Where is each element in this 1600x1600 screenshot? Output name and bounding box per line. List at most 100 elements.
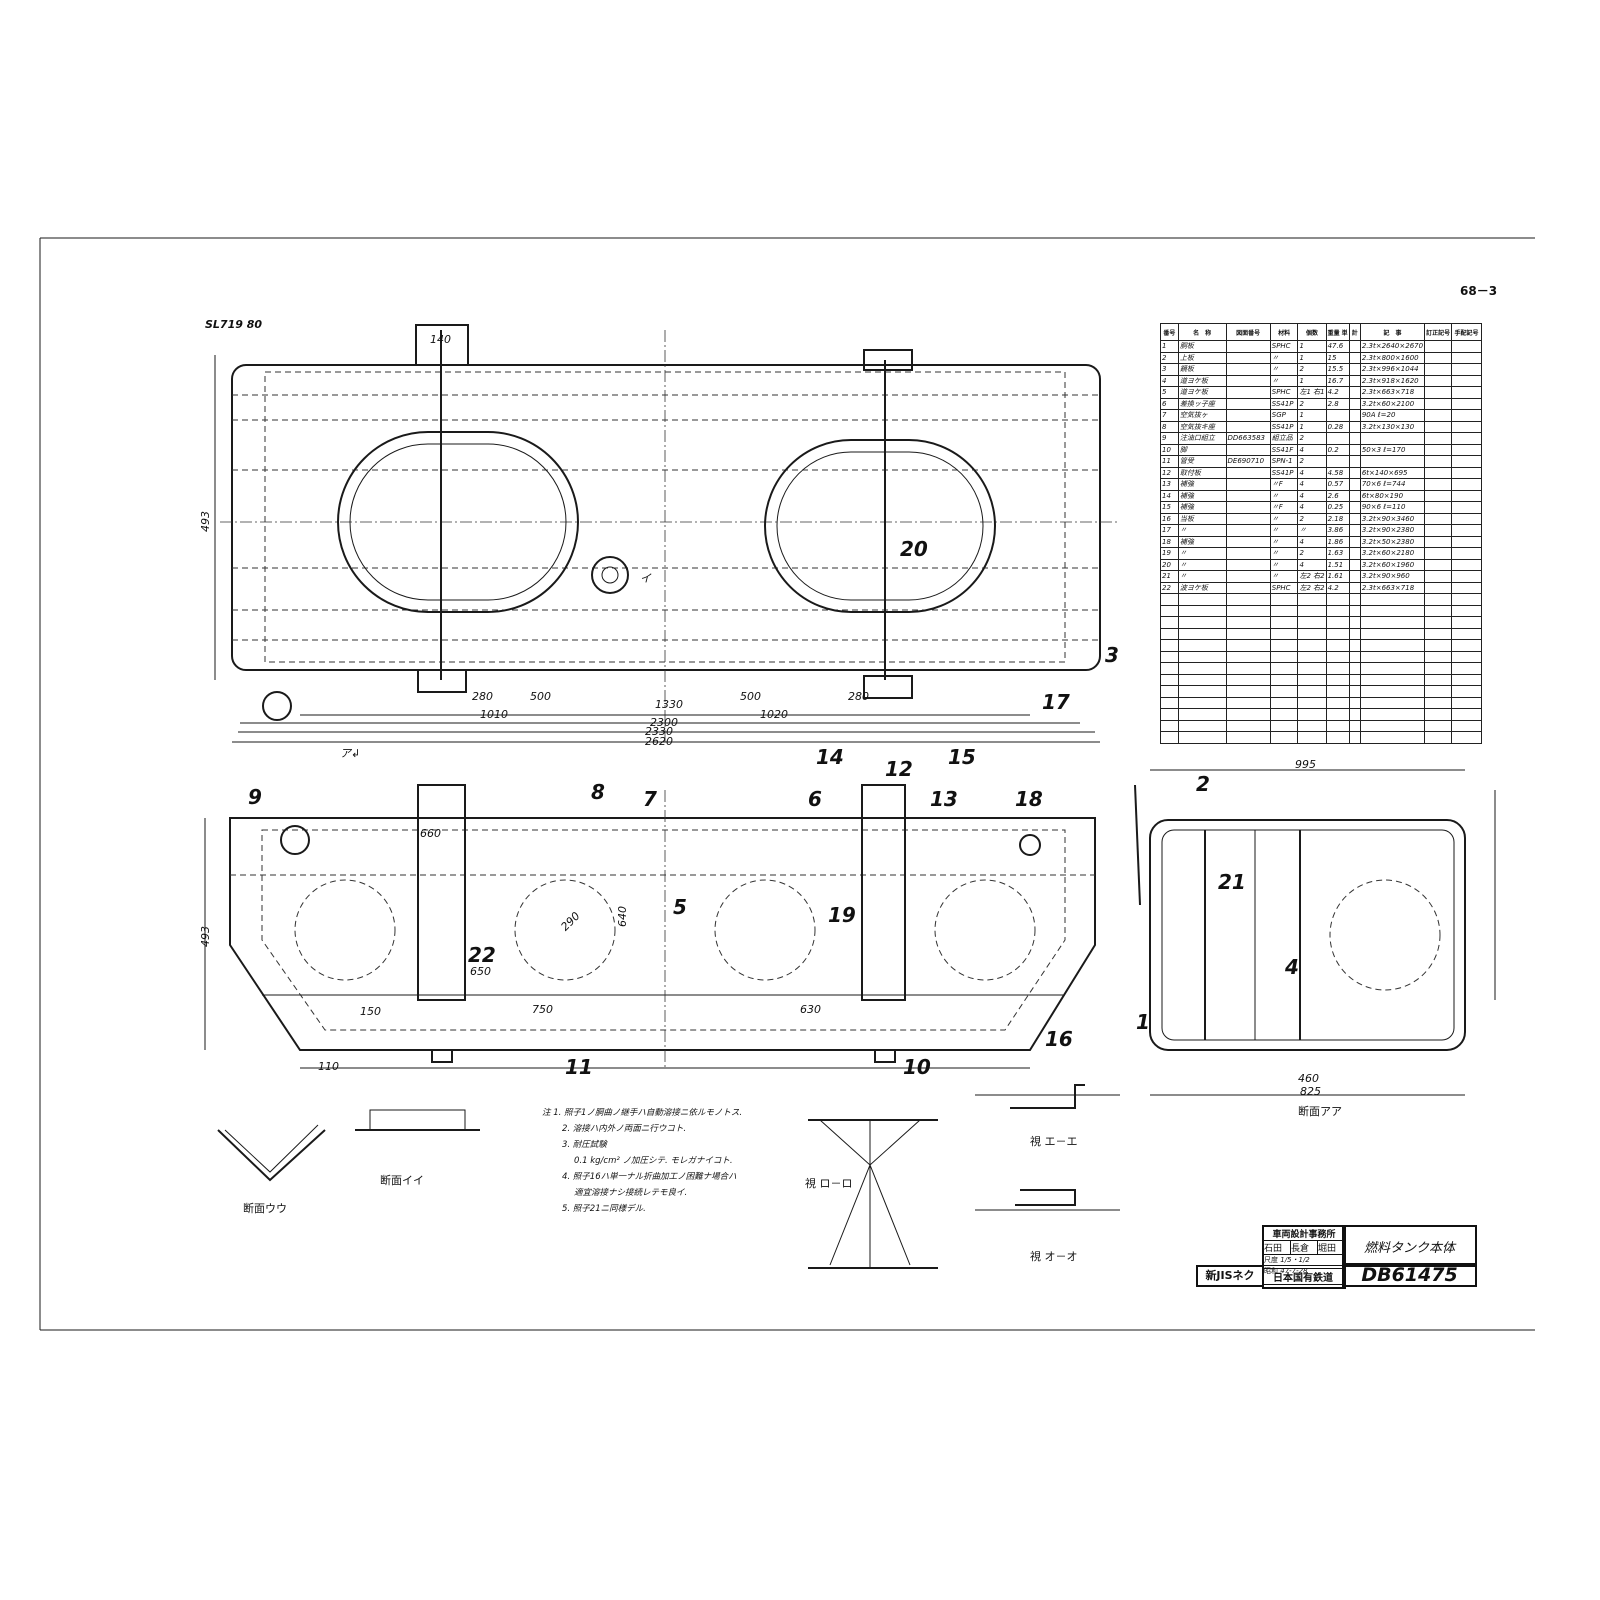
parts-cell: 70×6 ℓ=744 [1359, 478, 1426, 491]
parts-cell [1225, 731, 1271, 744]
signer-1: 石田 [1264, 1241, 1291, 1254]
parts-table-row [1160, 685, 1482, 698]
parts-table-row [1160, 673, 1482, 686]
parts-cell: 10 [1160, 443, 1179, 456]
parts-cell [1348, 455, 1361, 468]
parts-table-row [1160, 604, 1482, 617]
part-callout-15: 15 [948, 745, 976, 769]
parts-cell [1451, 593, 1482, 606]
note-2: 2. 溶接ハ内外ノ両面ニ行ウコト. [562, 1124, 687, 1134]
parts-cell [1451, 662, 1482, 675]
parts-cell: 90A ℓ=20 [1359, 409, 1426, 422]
parts-cell [1424, 570, 1453, 583]
parts-cell [1359, 616, 1426, 629]
parts-cell: 2 [1297, 397, 1327, 410]
parts-cell [1348, 512, 1361, 525]
parts-cell: 3.2t×60×1960 [1359, 558, 1426, 571]
parts-cell: 左2 右2 [1297, 570, 1327, 583]
parts-cell: 補強 [1177, 501, 1227, 514]
part-callout-21: 21 [1218, 870, 1246, 894]
parts-cell: 3.2t×90×960 [1359, 570, 1426, 583]
parts-cell [1325, 719, 1350, 732]
parts-cell [1325, 708, 1350, 721]
parts-cell: 2.3t×2640×2670 [1359, 340, 1426, 353]
parts-cell [1225, 512, 1271, 525]
parts-cell [1177, 627, 1227, 640]
parts-cell: 4 [1297, 466, 1327, 479]
parts-cell [1160, 685, 1179, 698]
parts-cell [1348, 673, 1361, 686]
parts-cell [1225, 662, 1271, 675]
parts-cell [1269, 593, 1299, 606]
parts-cell [1359, 673, 1426, 686]
part-callout-3: 3 [1105, 643, 1119, 667]
page-reference: 68－3 [1460, 284, 1498, 298]
parts-cell: 0.25 [1325, 501, 1350, 514]
parts-cell: 3.2t×60×2180 [1359, 547, 1426, 560]
parts-cell [1424, 397, 1453, 410]
parts-cell [1177, 673, 1227, 686]
parts-cell [1325, 593, 1350, 606]
parts-cell [1348, 524, 1361, 537]
parts-cell [1160, 616, 1179, 629]
manhole-right [764, 439, 996, 613]
parts-table-row [1160, 616, 1482, 629]
parts-cell [1348, 443, 1361, 456]
parts-cell: 〃 [1177, 524, 1227, 537]
parts-cell [1325, 696, 1350, 709]
parts-cell [1424, 351, 1453, 364]
part-callout-8: 8 [591, 780, 605, 804]
parts-cell [1424, 650, 1453, 663]
parts-cell [1451, 478, 1482, 491]
dim-500-left: 500 [530, 690, 551, 703]
parts-cell [1424, 512, 1453, 525]
parts-cell: 2.3t×996×1044 [1359, 363, 1426, 376]
parts-cell [1451, 558, 1482, 571]
parts-cell [1424, 581, 1453, 594]
parts-cell: 2 [1297, 363, 1327, 376]
dim-2330: 2330 [645, 725, 673, 738]
parts-header-cell: 計 [1348, 323, 1361, 341]
parts-cell [1297, 593, 1327, 606]
parts-cell [1451, 397, 1482, 410]
parts-table-header: 番号名 称図面番号材料個数重量 単計記 事訂正記号手配記号 [1160, 323, 1482, 341]
parts-cell [1424, 547, 1453, 560]
parts-cell: 2.3t×800×1600 [1359, 351, 1426, 364]
parts-cell [1225, 685, 1271, 698]
parts-cell [1348, 478, 1361, 491]
parts-cell [1348, 696, 1361, 709]
parts-cell: SS41F [1269, 443, 1299, 456]
parts-cell: 15 [1325, 351, 1350, 364]
parts-cell: 14 [1160, 489, 1179, 502]
parts-cell [1424, 662, 1453, 675]
parts-cell [1160, 593, 1179, 606]
parts-cell [1348, 616, 1361, 629]
parts-header-cell: 材料 [1269, 323, 1299, 341]
parts-cell [1297, 627, 1327, 640]
parts-cell [1348, 708, 1361, 721]
parts-cell: 〃 [1269, 489, 1299, 502]
parts-cell [1424, 363, 1453, 376]
parts-cell: 1.51 [1325, 558, 1350, 571]
parts-cell [1225, 363, 1271, 376]
parts-cell [1451, 650, 1482, 663]
section-ii-label: 断面イイ [380, 1174, 424, 1187]
parts-cell: 13 [1160, 478, 1179, 491]
parts-cell [1359, 696, 1426, 709]
section-aa-label: 断面アア [1298, 1105, 1342, 1118]
parts-cell [1424, 466, 1453, 479]
parts-cell [1348, 374, 1361, 387]
parts-cell [1160, 731, 1179, 744]
parts-cell: 〃 [1297, 524, 1327, 537]
parts-cell: 17 [1160, 524, 1179, 537]
parts-cell [1348, 547, 1361, 560]
parts-cell [1325, 685, 1350, 698]
parts-cell [1359, 650, 1426, 663]
parts-cell [1451, 386, 1482, 399]
section-uu-label: 断面ウウ [243, 1202, 287, 1215]
parts-cell [1348, 593, 1361, 606]
parts-cell [1269, 604, 1299, 617]
parts-cell: 鏡板 [1177, 363, 1227, 376]
arrow-a-label: ア↲ [340, 747, 361, 760]
